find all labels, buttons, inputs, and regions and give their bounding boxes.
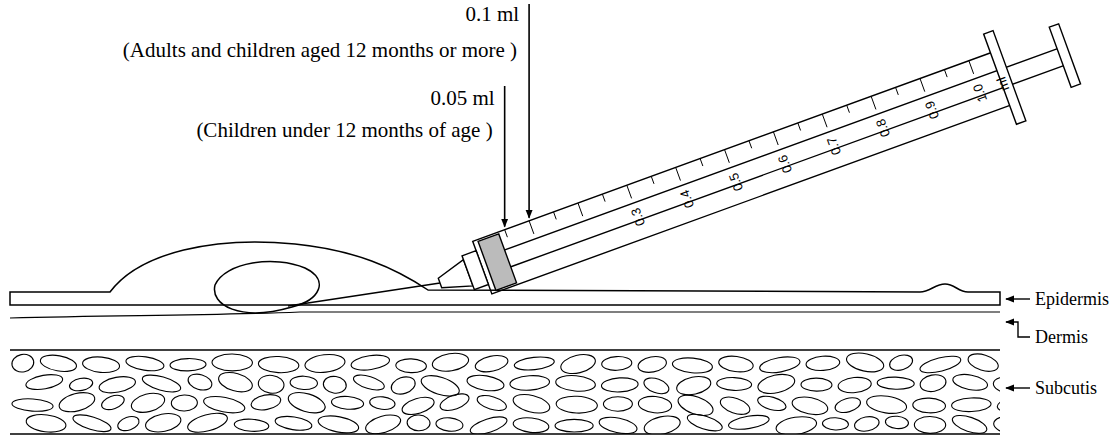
skin-layers xyxy=(10,242,1045,437)
fat-cells xyxy=(10,352,1000,434)
bleb xyxy=(214,262,319,313)
thumb-plate xyxy=(1049,24,1080,88)
dose-note: (Children under 12 months of age ) xyxy=(196,120,492,141)
flange xyxy=(984,31,1026,125)
dermis-line xyxy=(10,349,1000,351)
leader-arrow xyxy=(1006,387,1030,388)
scale-ticks xyxy=(505,61,974,237)
dose-label: 0.05 ml xyxy=(430,88,494,109)
leader-arrow xyxy=(1006,322,1030,337)
dose-label: 0.1 ml xyxy=(465,4,519,25)
dose-note: (Adults and children aged 12 months or m… xyxy=(123,40,517,61)
dose-arrow xyxy=(504,86,506,227)
layer-label: Dermis xyxy=(1035,328,1088,346)
layer-label: Subcutis xyxy=(1035,379,1097,397)
needle xyxy=(288,283,440,306)
barrel xyxy=(473,51,1014,293)
hub-collar xyxy=(462,251,488,290)
plunger-rod xyxy=(503,48,1065,267)
layer-label: Epidermis xyxy=(1035,290,1109,308)
syringe xyxy=(288,24,1081,306)
dose-arrow xyxy=(528,4,530,218)
leader-arrow xyxy=(1006,298,1030,299)
